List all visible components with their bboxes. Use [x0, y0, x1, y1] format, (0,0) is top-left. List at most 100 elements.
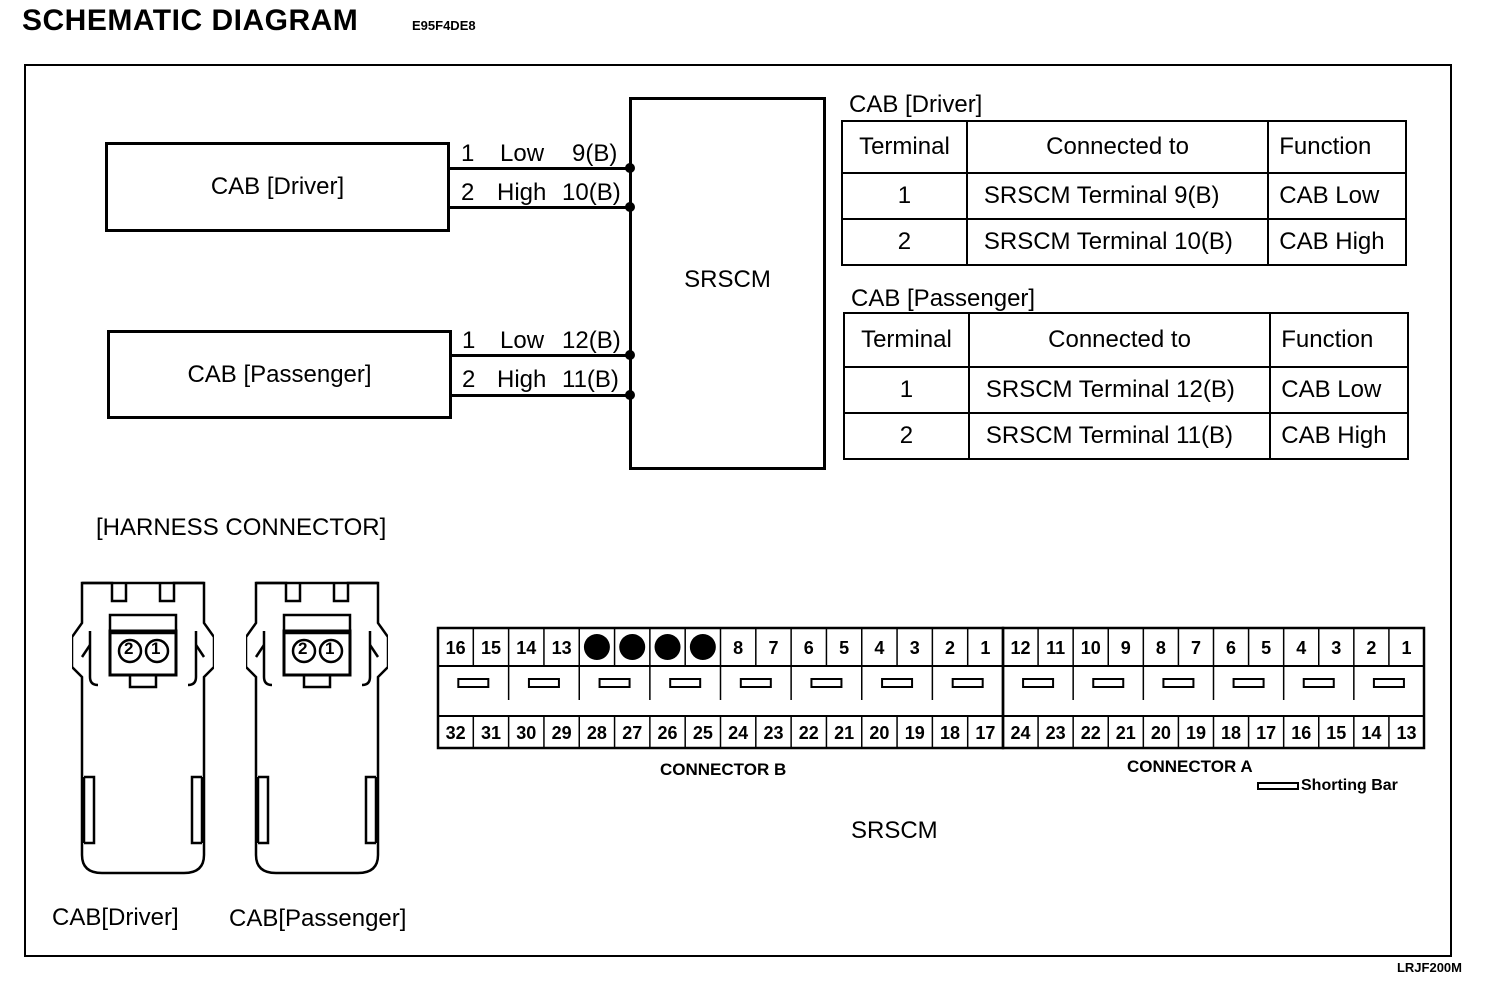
connector-a-terminal-label: 11 [1046, 638, 1065, 658]
table-row: 2 SRSCM Terminal 10(B) CAB High [841, 218, 1407, 266]
passenger-wire-high-pin: 2 [462, 366, 476, 393]
driver-wire-low-name: Low [500, 140, 545, 167]
connector-b-terminal-label: 5 [839, 638, 849, 658]
connector-b-terminal-label: 21 [834, 723, 854, 743]
connector-b-terminal-label: 20 [869, 723, 889, 743]
cab-passenger-box: CAB [Passenger] [107, 330, 452, 419]
table-header-row: Terminal Connected to Function [841, 120, 1407, 174]
srscm-module-box: SRSCM [629, 97, 826, 470]
connector-b-terminal-label: 3 [910, 638, 920, 658]
passenger-wire-low-junction [625, 350, 635, 360]
cell-terminal: 1 [841, 172, 968, 220]
connector-b-filled-terminal [583, 634, 610, 660]
connector-b-terminal-label: 24 [728, 723, 748, 743]
connector-b-shorting-bar [598, 678, 631, 688]
connector-a-terminal-label: 4 [1296, 638, 1306, 658]
pin-1-circle [144, 638, 170, 664]
connector-b-terminal-label: 14 [516, 638, 536, 658]
cab-passenger-box-label: CAB [Passenger] [187, 360, 372, 388]
passenger-terminal-table: Terminal Connected to Function 1 SRSCM T… [843, 312, 1409, 460]
connector-b-terminal-label: 27 [622, 723, 642, 743]
connector-b-terminal-label: 29 [552, 723, 572, 743]
cab-driver-box: CAB [Driver] [105, 142, 450, 232]
connector-b-terminal-label: 26 [658, 723, 678, 743]
connector-b-terminal-label: 15 [481, 638, 501, 658]
driver-pin-1-label: 1 [151, 639, 161, 658]
connector-a-terminal-label: 22 [1081, 723, 1101, 743]
connector-a-terminal-label: 14 [1361, 723, 1381, 743]
connector-a-terminal-label: 15 [1326, 723, 1346, 743]
connector-a-terminal-label: 13 [1396, 723, 1416, 743]
cell-terminal: 1 [843, 366, 970, 414]
connector-a-shorting-bar [1092, 678, 1125, 688]
connector-a-terminal-label: 1 [1401, 638, 1411, 658]
connector-b-terminal-label: 31 [481, 723, 501, 743]
cab-driver-caption: CAB[Driver] [52, 904, 179, 931]
passenger-wire-low-name: Low [500, 327, 545, 354]
connector-b-terminal-label: 23 [763, 723, 783, 743]
connector-b-terminal-label: 16 [446, 638, 466, 658]
table-header-row: Terminal Connected to Function [843, 312, 1409, 368]
connector-b-terminal-label: 4 [874, 638, 884, 658]
connector-a-terminal-label: 16 [1291, 723, 1311, 743]
driver-wire-low [450, 167, 630, 170]
cell-terminal: 2 [843, 412, 970, 460]
passenger-wire-low [452, 354, 630, 357]
cell-function: CAB Low [1267, 172, 1407, 220]
passenger-wire-high-terminal: 11(B) [562, 366, 619, 393]
connector-b-shorting-bar [810, 678, 843, 688]
driver-terminal-table: Terminal Connected to Function 1 SRSCM T… [841, 120, 1407, 266]
srscm-connector-caption: SRSCM [851, 817, 938, 844]
pin-1-circle [318, 638, 344, 664]
connector-b-filled-terminal [619, 634, 646, 660]
driver-wire-high-junction [625, 202, 635, 212]
connector-a-shorting-bar [1232, 678, 1265, 688]
document-code: E95F4DE8 [412, 18, 476, 33]
connector-a-terminal-label: 18 [1221, 723, 1241, 743]
connector-b-shorting-bar [669, 678, 702, 688]
table-row: 1 SRSCM Terminal 12(B) CAB Low [843, 366, 1409, 414]
connector-b-terminal-label: 28 [587, 723, 607, 743]
cell-connected-to: SRSCM Terminal 10(B) [965, 218, 1270, 266]
driver-wire-high-name: High [497, 179, 547, 206]
connector-a-terminal-label: 3 [1331, 638, 1341, 658]
driver-wire-low-pin: 1 [461, 140, 475, 167]
connector-a-shorting-bar [1162, 678, 1195, 688]
connector-a-terminal-label: 10 [1081, 638, 1101, 658]
passenger-pin-1-label: 1 [325, 639, 335, 658]
table-row: 1 SRSCM Terminal 9(B) CAB Low [841, 172, 1407, 220]
connector-b-terminal-label: 13 [552, 638, 572, 658]
connector-b-shorting-bar [881, 678, 914, 688]
header-function: Function [1269, 312, 1409, 368]
connector-b-terminal-label: 8 [733, 638, 743, 658]
connector-b-terminal-label: 1 [980, 638, 990, 658]
connector-b-terminal-label: 32 [446, 723, 466, 743]
connector-b-terminal-label: 25 [693, 723, 713, 743]
cell-connected-to: SRSCM Terminal 11(B) [967, 412, 1272, 460]
cab-passenger-connector-drawing [246, 581, 388, 875]
header-connected-to: Connected to [967, 312, 1272, 368]
cell-terminal: 2 [841, 218, 968, 266]
connector-a-terminal-label: 23 [1046, 723, 1066, 743]
cell-function: CAB High [1267, 218, 1407, 266]
connector-a-shorting-bar [1022, 678, 1055, 688]
driver-pin-2-label: 2 [124, 639, 134, 658]
passenger-wire-low-pin: 1 [462, 327, 476, 354]
passenger-wire-high [452, 394, 630, 397]
driver-wire-low-junction [625, 163, 635, 173]
connector-b-terminal-label: 6 [804, 638, 814, 658]
connector-a-terminal-label: 5 [1261, 638, 1271, 658]
cell-connected-to: SRSCM Terminal 9(B) [965, 172, 1270, 220]
connector-b-shorting-bar [739, 678, 772, 688]
driver-wire-high [450, 206, 630, 209]
passenger-table-title: CAB [Passenger] [851, 285, 1036, 312]
connector-a-terminal-label: 7 [1191, 638, 1201, 658]
connector-b-terminal-label: 22 [799, 723, 819, 743]
driver-wire-low-terminal: 9(B) [572, 140, 618, 167]
figure-reference: LRJF200M [1396, 960, 1462, 975]
connector-b-terminal-label: 2 [945, 638, 955, 658]
connector-a-terminal-label: 8 [1156, 638, 1166, 658]
cab-passenger-caption: CAB[Passenger] [229, 905, 407, 932]
connector-b-terminal-label: 30 [516, 723, 536, 743]
